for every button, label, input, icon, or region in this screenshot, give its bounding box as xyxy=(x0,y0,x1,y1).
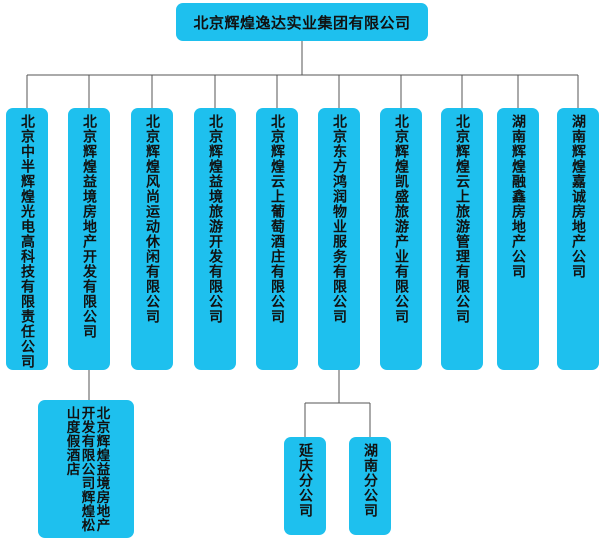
branch-label: 延庆分公司 xyxy=(297,443,313,518)
company-label: 北京中半辉煌光电高科技有限责任公司 xyxy=(19,114,35,369)
company-label: 北京辉煌凯盛旅游产业有限公司 xyxy=(393,114,409,324)
company-label: 北京辉煌益境旅游开发有限公司 xyxy=(207,114,223,324)
subsidiary-hotel-box: 北京辉煌益境房地产开发有限公司辉煌松山度假酒店 xyxy=(38,400,134,538)
company-label: 湖南辉煌融鑫房地产公司 xyxy=(510,114,526,279)
subsidiary-hotel-label: 北京辉煌益境房地产开发有限公司辉煌松山度假酒店 xyxy=(63,406,110,532)
company-box: 北京中半辉煌光电高科技有限责任公司 xyxy=(6,108,48,370)
branch-box: 湖南分公司 xyxy=(349,437,391,535)
company-label: 北京辉煌云上葡萄酒庄有限公司 xyxy=(269,114,285,324)
company-label: 北京辉煌云上旅游管理有限公司 xyxy=(454,114,470,324)
company-box: 北京东方鸿润物业服务有限公司 xyxy=(318,108,360,370)
company-box: 北京辉煌云上旅游管理有限公司 xyxy=(441,108,483,370)
company-label: 北京辉煌风尚运动休闲有限公司 xyxy=(144,114,160,324)
company-box: 湖南辉煌嘉诚房地产公司 xyxy=(557,108,599,370)
company-box: 湖南辉煌融鑫房地产公司 xyxy=(497,108,539,370)
root-company-label: 北京辉煌逸达实业集团有限公司 xyxy=(193,13,411,32)
company-box: 北京辉煌益境旅游开发有限公司 xyxy=(194,108,236,370)
branch-label: 湖南分公司 xyxy=(362,443,378,518)
root-company-box: 北京辉煌逸达实业集团有限公司 xyxy=(176,3,428,41)
company-box: 北京辉煌云上葡萄酒庄有限公司 xyxy=(256,108,298,370)
company-box: 北京辉煌凯盛旅游产业有限公司 xyxy=(380,108,422,370)
company-box: 北京辉煌益境房地产开发有限公司 xyxy=(68,108,110,370)
company-label: 北京辉煌益境房地产开发有限公司 xyxy=(81,114,97,339)
company-label: 北京东方鸿润物业服务有限公司 xyxy=(331,114,347,324)
company-label: 湖南辉煌嘉诚房地产公司 xyxy=(570,114,586,279)
branch-box: 延庆分公司 xyxy=(284,437,326,535)
company-box: 北京辉煌风尚运动休闲有限公司 xyxy=(131,108,173,370)
